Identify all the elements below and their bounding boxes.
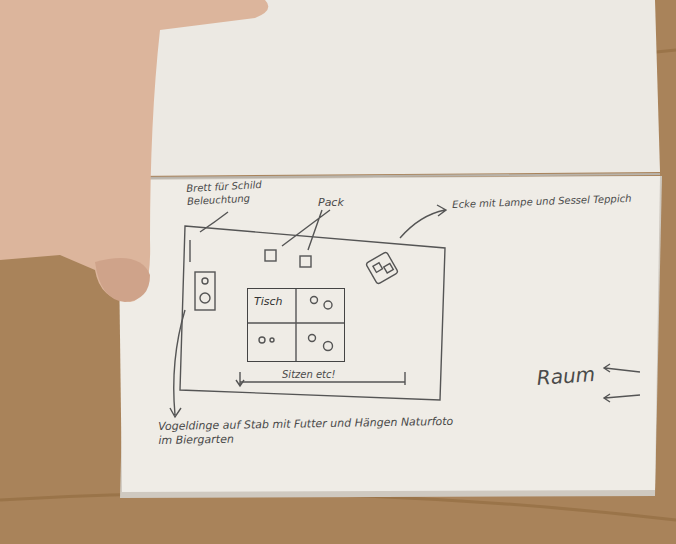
handwritten-note: Brett für Schild Beleuchtung xyxy=(186,177,282,208)
seat-circle xyxy=(311,297,318,304)
board-mark xyxy=(189,240,190,262)
hand xyxy=(0,0,268,302)
leader-arrow xyxy=(604,364,640,402)
seat-circle xyxy=(309,335,316,342)
leader-arrow xyxy=(400,205,446,238)
thumb xyxy=(95,258,150,302)
leader-line xyxy=(200,212,228,232)
handwritten-note: Sitzen etc! xyxy=(282,368,402,381)
table-grid: Tisch xyxy=(247,288,345,362)
seating-arrow xyxy=(236,372,244,386)
chair-symbol xyxy=(366,252,399,285)
speaker-symbol xyxy=(195,272,215,310)
handwritten-note: Raum xyxy=(536,360,618,391)
handwritten-note: Pack xyxy=(318,196,368,210)
box-symbol xyxy=(265,250,276,261)
room-outline xyxy=(180,226,445,400)
seat-circle xyxy=(259,337,265,343)
bottom-page xyxy=(118,176,660,492)
room-sketch xyxy=(170,205,640,417)
box-symbol xyxy=(300,256,311,267)
handwritten-note: Vogeldinge auf Stab mit Futter und Hänge… xyxy=(158,415,468,448)
leader-line xyxy=(282,210,330,250)
speaker-circle xyxy=(200,293,210,303)
speaker-circle xyxy=(202,278,208,284)
grid-line xyxy=(247,322,345,323)
leader-arrow xyxy=(170,310,185,417)
seat-circle xyxy=(324,342,333,351)
seating-mark xyxy=(404,372,405,385)
handwritten-note: Ecke mit Lampe und Sessel Teppich xyxy=(452,192,637,211)
seating-line xyxy=(240,381,405,382)
top-page xyxy=(128,0,660,176)
seat-circle xyxy=(270,338,274,342)
table-label: Tisch xyxy=(254,295,283,308)
seat-circle xyxy=(324,301,332,309)
page-fold xyxy=(125,174,660,178)
grid-line xyxy=(295,288,296,362)
